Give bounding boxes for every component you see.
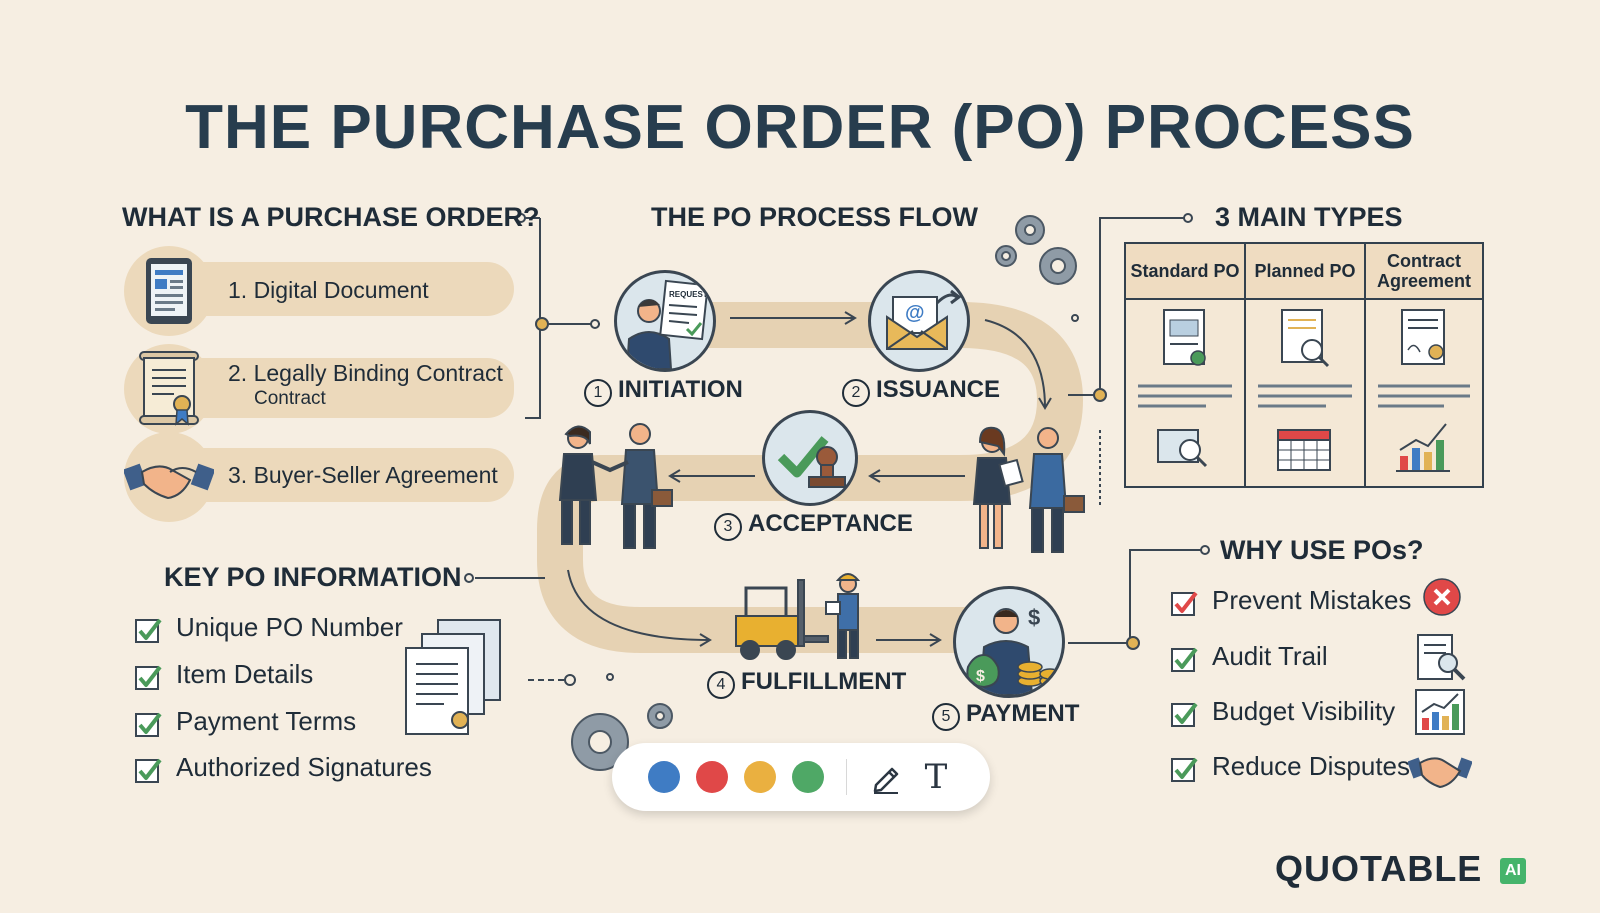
key-info-item: Payment Terms — [176, 706, 357, 736]
brand-ai-badge: AI — [1500, 858, 1526, 884]
step-label-2: ISSUANCE — [876, 376, 1001, 403]
why-checkbox-icon — [1170, 645, 1200, 675]
what-is-heading: WHAT IS A PURCHASE ORDER? — [122, 202, 540, 232]
acceptance-stamp-icon — [762, 410, 858, 506]
flow-heading: THE PO PROCESS FLOW — [651, 202, 979, 232]
contract-agreement-icon — [1378, 309, 1470, 472]
gears-icon — [995, 215, 1077, 285]
why-item: Reduce Disputes — [1212, 751, 1410, 781]
initiation-icon: REQUEST — [614, 270, 716, 372]
svg-text:$: $ — [976, 668, 985, 685]
document-search-icon — [1412, 631, 1468, 688]
what-is-label-2: 2. Legally Binding Contract — [228, 360, 503, 386]
color-swatch-yellow[interactable] — [744, 761, 776, 793]
planned-po-icon — [1258, 309, 1352, 471]
business-people-illustration — [972, 426, 1085, 553]
step-number-3: 3 — [714, 513, 742, 541]
step-label-3: ACCEPTANCE — [748, 510, 913, 537]
why-heading: WHY USE POs? — [1220, 535, 1424, 565]
color-swatch-red[interactable] — [696, 761, 728, 793]
brand-logo: QUOTABLE — [1275, 848, 1483, 889]
step-label-4: FULFILLMENT — [741, 668, 907, 695]
types-table: Standard PO Planned PO Contract Agreemen… — [1124, 242, 1484, 488]
types-heading: 3 MAIN TYPES — [1215, 202, 1403, 232]
scroll-certificate-icon — [124, 344, 214, 434]
step-number-5: 5 — [932, 703, 960, 731]
key-info-item: Unique PO Number — [176, 612, 403, 642]
svg-text:@: @ — [905, 302, 925, 324]
pencil-icon[interactable] — [868, 759, 904, 795]
why-item: Budget Visibility — [1212, 696, 1396, 726]
why-checkbox-icon — [1170, 589, 1200, 619]
error-x-icon — [1420, 575, 1464, 624]
why-checkbox-icon — [1170, 755, 1200, 785]
key-info-checkbox-icon — [134, 663, 162, 691]
step-number-1: 1 — [584, 379, 612, 407]
documents-stack-icon — [405, 619, 501, 735]
connector-dots — [464, 213, 1079, 686]
type-planned-col — [1246, 300, 1366, 486]
type-planned-header: Planned PO — [1246, 244, 1366, 300]
what-is-label-1: 1. Digital Document — [228, 277, 429, 303]
toolbar-divider — [846, 759, 847, 795]
road-band — [537, 302, 1084, 653]
step-label-1: INITIATION — [618, 376, 743, 403]
flow-arrows — [567, 311, 1052, 647]
what-is-label-3: 3. Buyer-Seller Agreement — [228, 462, 498, 488]
step-number-4: 4 — [707, 671, 735, 699]
why-item: Audit Trail — [1212, 641, 1328, 671]
standard-po-icon — [1138, 309, 1232, 468]
bar-chart-icon — [1412, 686, 1468, 743]
color-swatch-blue[interactable] — [648, 761, 680, 793]
svg-text:REQUEST: REQUEST — [669, 290, 708, 299]
step-number-2: 2 — [842, 379, 870, 407]
key-info-checkbox-icon — [134, 710, 162, 738]
annotation-toolbar: T — [612, 743, 990, 811]
tablet-document-icon — [124, 246, 214, 336]
type-standard-header: Standard PO — [1126, 244, 1246, 300]
what-is-sublabel-2: Contract — [254, 388, 326, 409]
key-info-heading: KEY PO INFORMATION — [164, 562, 462, 592]
issuance-icon: @ — [868, 270, 970, 372]
handshake-icon — [1407, 741, 1473, 798]
svg-text:$: $ — [1028, 605, 1040, 630]
why-item: Prevent Mistakes — [1212, 585, 1412, 615]
why-checkbox-icon — [1170, 700, 1200, 730]
business-handshake-illustration — [558, 423, 673, 549]
payment-icon: $ $ — [953, 586, 1065, 698]
right-connectors — [1068, 217, 1202, 645]
forklift-icon — [735, 573, 861, 660]
key-info-checkbox-icon — [134, 616, 162, 644]
type-standard-col — [1126, 300, 1246, 486]
key-info-item: Authorized Signatures — [176, 752, 432, 782]
type-contract-col — [1366, 300, 1482, 486]
step-label-5: PAYMENT — [966, 700, 1080, 727]
color-swatch-green[interactable] — [792, 761, 824, 793]
gears-bottom-icon — [571, 703, 673, 771]
key-info-item: Item Details — [176, 659, 314, 689]
type-contract-header: Contract Agreement — [1366, 244, 1482, 300]
key-info-checkbox-icon — [134, 756, 162, 784]
page-title: THE PURCHASE ORDER (PO) PROCESS — [185, 93, 1415, 162]
text-tool-icon[interactable]: T — [924, 757, 948, 797]
handshake-icon — [122, 432, 216, 522]
